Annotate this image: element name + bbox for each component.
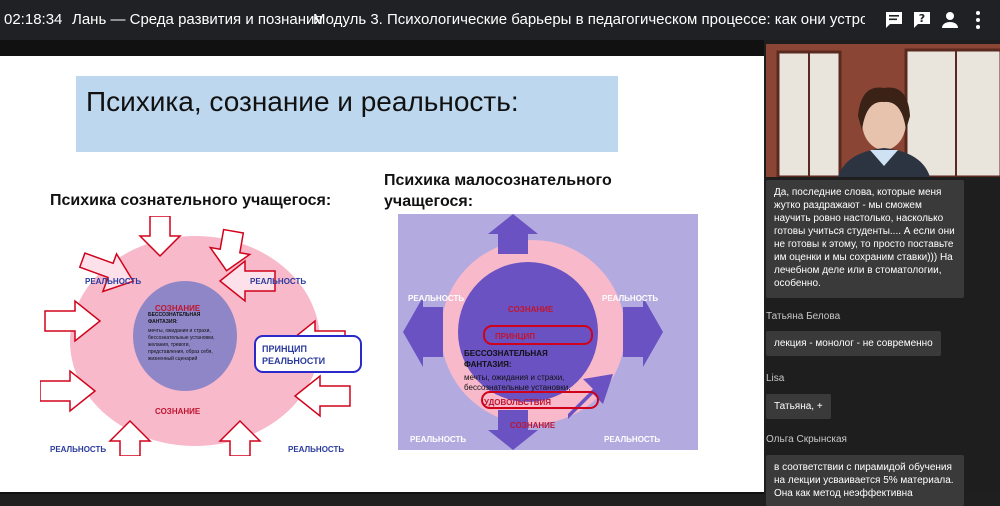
chat-message-3: Татьяна, +	[766, 394, 831, 419]
right-pleasure-label: УДОВОЛЬСТВИЯ	[484, 398, 551, 407]
arrow-upper-right	[218, 259, 276, 303]
arrow-right-bottom	[293, 374, 351, 418]
chat-message-1-line: особенно.	[774, 278, 821, 289]
speaker-video	[766, 44, 1000, 177]
chat-message-1-line: жутко раздражают - мы сможем	[774, 200, 922, 211]
chat-message-2-line: лекция - монолог - не современно	[774, 338, 933, 349]
chat-message-1-line: им оценки и мы сохраним ставки))) На	[774, 252, 953, 263]
arrow-left-bottom	[40, 369, 97, 413]
more-vert-icon[interactable]	[966, 8, 990, 32]
chat-message-1-line: научить ровно настолько, насколько	[774, 213, 944, 224]
right-core-line-4: бессознательные установки,	[464, 383, 570, 392]
right-heading-line2: учащегося:	[384, 193, 474, 210]
right-core	[458, 262, 598, 402]
left-core-line-6: представления, образ себя,	[148, 349, 213, 355]
arrow-upper-left	[78, 252, 135, 293]
chat-message-4-line: на лекции усваивается 5% материала.	[774, 475, 954, 486]
slide-title: Психика, сознание и реальность:	[86, 86, 519, 117]
left-consciousness-bottom: СОЗНАНИЕ	[155, 407, 201, 416]
left-core-line-7: жизненный сценарий	[148, 355, 197, 362]
session-time: 02:18:34	[4, 11, 63, 28]
right-pleasure-box	[481, 391, 599, 409]
presentation-area: Психика, сознание и реальность: Психика …	[0, 40, 764, 494]
right-principle-box	[483, 325, 593, 345]
left-core-line-1: БЕССОЗНАТЕЛЬНАЯ	[148, 312, 201, 318]
right-reality-4: РЕАЛЬНОСТЬ	[604, 435, 660, 444]
left-reality-1: РЕАЛЬНОСТЬ	[85, 277, 141, 286]
chat-message-1-line: Да, последние слова, которые меня	[774, 187, 942, 198]
right-principle-label: ПРИНЦИП	[495, 332, 535, 341]
chat-author-4: Ольга Скрынская	[766, 434, 847, 445]
chat-message-2: лекция - монолог - не современно	[766, 331, 941, 356]
left-consciousness-top: СОЗНАНИЕ	[155, 304, 201, 313]
chat-message-1-line: лечебном деле или в стоматологии,	[774, 265, 942, 276]
chat-message-3-line: Татьяна, +	[774, 401, 823, 412]
right-core-line-2: ФАНТАЗИЯ:	[464, 360, 512, 369]
help-icon[interactable]: ?	[910, 8, 934, 32]
left-heading: Психика сознательного учащегося:	[50, 192, 332, 209]
arrow-bottom-right	[218, 419, 262, 456]
chat-message-1-line: не готовы к этому, то просто поставьте	[774, 239, 954, 250]
chat-message-1: Да, последние слова, которые меня жутко …	[766, 180, 964, 298]
left-core-line-4: бессознательные установки,	[148, 335, 215, 341]
right-consciousness-bottom: СОЗНАНИЕ	[510, 421, 556, 430]
left-reality-2: РЕАЛЬНОСТЬ	[250, 277, 306, 286]
arrow-top-right	[208, 228, 252, 272]
arrow-left	[44, 299, 102, 343]
right-arrow-left	[403, 297, 443, 367]
chat-message-4-line: в соответствии с пирамидой обучения	[774, 462, 952, 473]
top-bar: 02:18:34 Лань — Среда развития и познани…	[0, 0, 1000, 40]
right-arrow-up	[488, 214, 538, 254]
left-reality-4: РЕАЛЬНОСТЬ	[288, 445, 344, 454]
chat-author-3: Lisa	[766, 373, 785, 384]
right-diagram: РЕАЛЬНОСТЬ РЕАЛЬНОСТЬ РЕАЛЬНОСТЬ РЕАЛЬНО…	[398, 214, 698, 450]
svg-text:?: ?	[919, 12, 925, 25]
right-reality-2: РЕАЛЬНОСТЬ	[602, 294, 658, 303]
left-diagram: РЕАЛЬНОСТЬ РЕАЛЬНОСТЬ РЕАЛЬНОСТЬ РЕАЛЬНО…	[40, 216, 362, 456]
right-reality-3: РЕАЛЬНОСТЬ	[410, 435, 466, 444]
right-consciousness-top: СОЗНАНИЕ	[508, 305, 554, 314]
right-reality-1: РЕАЛЬНОСТЬ	[408, 294, 464, 303]
left-reality-3: РЕАЛЬНОСТЬ	[50, 445, 106, 454]
principle-label-1: ПРИНЦИП	[262, 344, 307, 354]
chat-icon[interactable]	[882, 8, 906, 32]
person-icon[interactable]	[938, 8, 962, 32]
right-arrow-right	[623, 297, 663, 367]
left-core-line-3: мечты, ожидания и страхи,	[148, 328, 211, 334]
right-heading-line1: Психика малосознательного	[384, 172, 612, 189]
right-core-line-3: мечты, ожидания и страхи,	[464, 373, 564, 382]
arrow-top-left	[138, 216, 182, 258]
chat-message-1-line: готовы учиться студенты.... А если они	[774, 226, 955, 237]
principle-reality-box	[254, 335, 362, 373]
left-core-line-2: ФАНТАЗИЯ:	[148, 319, 178, 325]
arrow-bottom-left	[108, 419, 152, 456]
speaker-video-frame	[766, 44, 1000, 177]
chat-author-2: Татьяна Белова	[766, 311, 841, 322]
right-arrow-down	[488, 410, 538, 450]
left-core-line-5: желания, тревоги,	[148, 342, 190, 348]
right-core-line-1: БЕССОЗНАТЕЛЬНАЯ	[464, 349, 548, 358]
slide-title-box: Психика, сознание и реальность:	[76, 76, 618, 152]
module-title: Модуль 3. Психологические барьеры в педа…	[313, 11, 865, 28]
chat-message-4: в соответствии с пирамидой обучения на л…	[766, 455, 964, 506]
app-title: Лань — Среда развития и познания	[72, 11, 323, 28]
principle-label-2: РЕАЛЬНОСТИ	[262, 356, 325, 366]
left-core	[133, 281, 237, 391]
slide: Психика, сознание и реальность: Психика …	[0, 56, 764, 492]
